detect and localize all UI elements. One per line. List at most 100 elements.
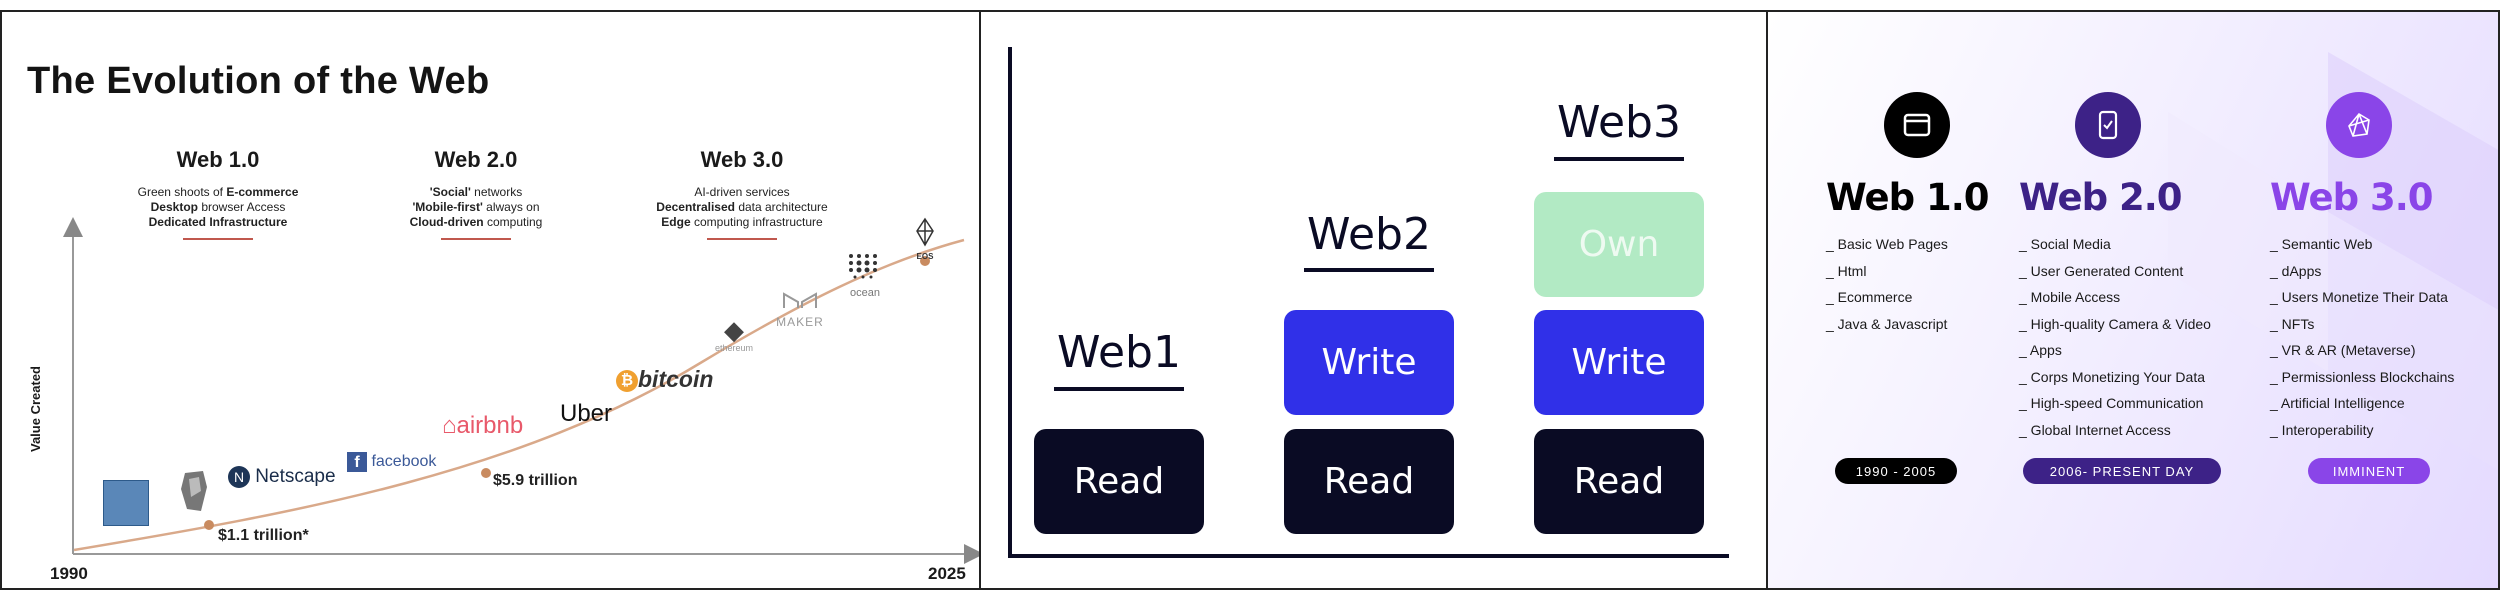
era-line: 'Social' networks [429,185,523,199]
web2-write-block: Write [1284,310,1454,415]
uber-logo: Uber [560,400,613,427]
era-divider [707,238,777,240]
milestone-dot [481,468,491,478]
web3-column: Web 3.0 _ Semantic Web _ dApps _ Users M… [2270,92,2498,443]
web1-read-block: Read [1034,429,1204,534]
read-write-own-panel: Web1 Read Web2 Write Read Web3 Own Write… [979,10,1768,590]
era-line: Cloud-driven computing [409,215,543,229]
web3-read-block: Read [1534,429,1704,534]
ocean-icon [849,254,877,279]
column-title: Web 1.0 [1826,176,1990,219]
list-item: _ Semantic Web [2270,236,2373,252]
bitcoin-icon: ₿ [616,369,638,392]
web-versions-comparison-panel: Web 1.0 _ Basic Web Pages _ Html _ Ecomm… [1766,10,2500,590]
maker-label: MAKER [776,315,824,329]
list-item: _ User Generated Content [2019,262,2184,279]
milestone-dot [204,520,214,530]
panel-title: The Evolution of the Web [27,60,490,102]
facebook-label: facebook [371,453,437,471]
era-title: Web 3.0 [700,147,784,172]
eos-icon [916,217,934,247]
web2-read-block: Read [1284,429,1454,534]
mobile-phone-icon [2075,92,2141,158]
web3-own-block: Own [1534,192,1704,297]
list-item: _ Interoperability [2270,421,2374,438]
maker-icon [783,292,817,308]
web3-label: Web3 [1557,97,1681,148]
era-title: Web 2.0 [434,147,518,172]
facebook-icon: f [347,452,367,472]
era-line: Dedicated Infrastructure [148,215,288,229]
list-item: _ Html [1826,262,1867,279]
value-label-2: $5.9 trillion [493,472,578,489]
axes [1008,47,1729,558]
list-item: _ dApps [2270,262,2322,279]
value-label-1: $1.1 trillion* [218,527,309,544]
column-title: Web 2.0 [2019,176,2183,219]
era-line: Decentralised data architecture [656,200,828,214]
x-axis-end: 2025 [928,564,966,583]
list-item: _ Artificial Intelligence [2270,395,2405,411]
maker-logo: MAKER [772,290,828,329]
list-item: _ NFTs [2270,315,2315,332]
network-crystal-icon [2326,92,2392,158]
browser-window-icon [1884,92,1950,158]
list-item: _ Corps Monetizing Your Data [2019,368,2205,385]
netscape-label: Netscape [255,466,336,488]
list-item: _ Social Media [2019,236,2111,252]
era-web3: Web 3.0 AI-driven services Decentralised… [622,147,862,240]
milestone-dot [920,256,930,266]
growth-curve [73,238,965,552]
ocean-logo: ocean [842,252,888,299]
evolution-timeline-panel: The Evolution of the Web Web 1.0 Green s… [0,10,981,590]
web2-underline [1304,268,1434,272]
airbnb-label: airbnb [456,412,524,439]
x-axis-start: 1990 [50,564,88,583]
netscape-logo: N Netscape [228,466,336,488]
bitcoin-label: bitcoin [638,366,714,392]
ethereum-logo: ◆ ethereum [704,317,764,353]
ethereum-icon: ◆ [724,315,744,345]
period-badge: 2006- PRESENT DAY [2023,458,2221,484]
airbnb-logo: ⌂airbnb [442,412,523,440]
list-item: _ Global Internet Access [2019,421,2171,438]
feature-list: _ Basic Web Pages _ Html _ Ecommerce _ J… [1826,231,2086,337]
web1-label: Web1 [1057,327,1181,378]
era-web1: Web 1.0 Green shoots of E-commerce Deskt… [98,147,338,240]
facebook-logo: f facebook [347,452,436,472]
period-badge: IMMINENT [2308,458,2430,484]
eos-label: EOS [916,252,934,261]
list-item: _ Java & Javascript [1826,315,1948,332]
y-axis-label: Value Created [28,366,43,452]
list-item: _ Ecommerce [1826,289,1913,305]
list-item: _ Basic Web Pages [1826,236,1948,252]
list-item: _ Mobile Access [2019,289,2121,305]
era-title: Web 1.0 [176,147,260,172]
list-item: _ Users Monetize Their Data [2270,289,2448,305]
era-line: Desktop browser Access [150,200,286,214]
list-item: _ High-quality Camera & Video [2019,315,2211,332]
web2-column: Web 2.0 _ Social Media _ User Generated … [2019,92,2279,443]
web3-underline [1554,157,1684,161]
ocean-label: ocean [850,287,880,299]
netscape-icon: N [228,466,250,488]
airbnb-icon: ⌂ [442,412,457,439]
eos-logo: EOS [909,217,941,261]
list-item: _ VR & AR (Metaverse) [2270,342,2416,358]
period-badge: 1990 - 2005 [1835,458,1957,484]
era-divider [441,238,511,240]
feature-list: _ Social Media _ User Generated Content … [2019,231,2279,443]
list-item: _ Apps [2019,342,2062,358]
spyglass-logo-icon [177,467,211,520]
era-line: AI-driven services [694,185,790,199]
ethereum-label: ethereum [714,343,754,353]
list-item: _ Permissionless Blockchains [2270,368,2455,385]
bitcoin-logo: ₿bitcoin [616,366,713,393]
web1-column: Web 1.0 _ Basic Web Pages _ Html _ Ecomm… [1826,92,2086,337]
web1-underline [1054,387,1184,391]
web2-label: Web2 [1307,209,1431,260]
era-line: 'Mobile-first' always on [412,200,540,214]
mosaic-logo-icon [103,480,149,526]
growth-chart [63,217,979,564]
list-item: _ High-speed Communication [2019,395,2204,411]
